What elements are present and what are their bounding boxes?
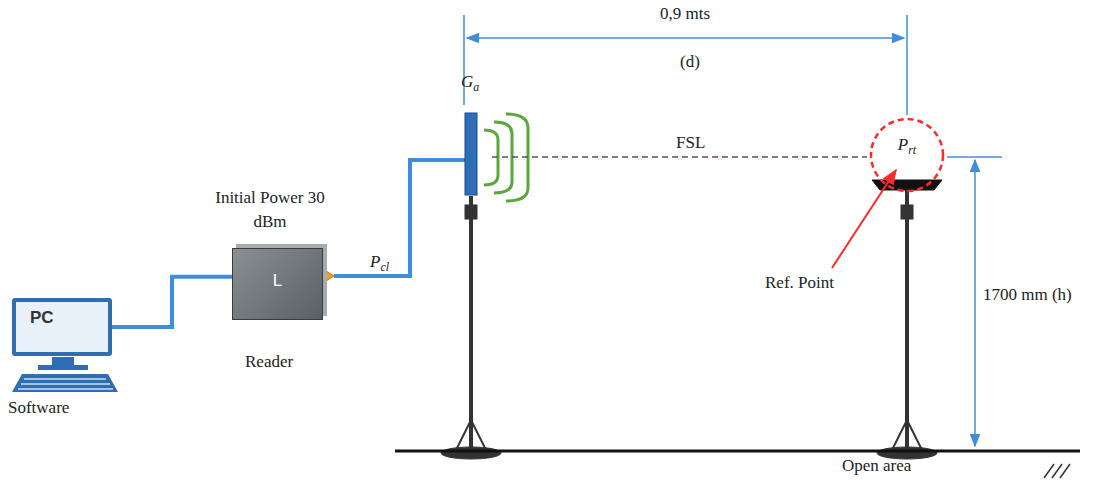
node-text: L <box>233 271 322 291</box>
distance-symbol: (d) <box>680 52 700 72</box>
ref-point-arrow <box>832 170 896 268</box>
cable-power-label: Pcl <box>370 252 389 277</box>
fsl-label: FSL <box>676 133 705 153</box>
pc-icon <box>12 357 118 392</box>
subscript: a <box>473 80 479 94</box>
distance-label: 0,9 mts <box>660 4 710 24</box>
node-text: PC <box>30 308 54 328</box>
height-label: 1700 mm (h) <box>983 285 1072 305</box>
antenna <box>465 113 477 195</box>
distance-dimension <box>464 15 907 115</box>
ground-label: Open area <box>842 456 911 476</box>
subscript: cl <box>380 260 389 274</box>
dashed-circle <box>869 117 945 193</box>
software-label: Software <box>8 398 69 418</box>
reader-box: L <box>232 248 323 320</box>
free-space-path <box>492 156 867 158</box>
power-label: Initial Power 30 dBm <box>205 186 335 234</box>
ground-line <box>395 450 1080 453</box>
subscript: rt <box>908 143 916 157</box>
antenna-cable <box>334 160 466 276</box>
ref-point-label: Ref. Point <box>765 273 834 293</box>
node-text: Prt <box>869 135 945 158</box>
reader-label: Reader <box>245 352 293 372</box>
ground-hatch <box>1044 464 1070 478</box>
reference-circle: Prt <box>869 117 945 193</box>
tag-stand <box>872 180 942 459</box>
antenna-gain-label: Ga <box>461 72 479 97</box>
pc-monitor: PC <box>12 298 112 356</box>
data-cable <box>112 277 232 327</box>
antenna-stand <box>441 196 501 459</box>
